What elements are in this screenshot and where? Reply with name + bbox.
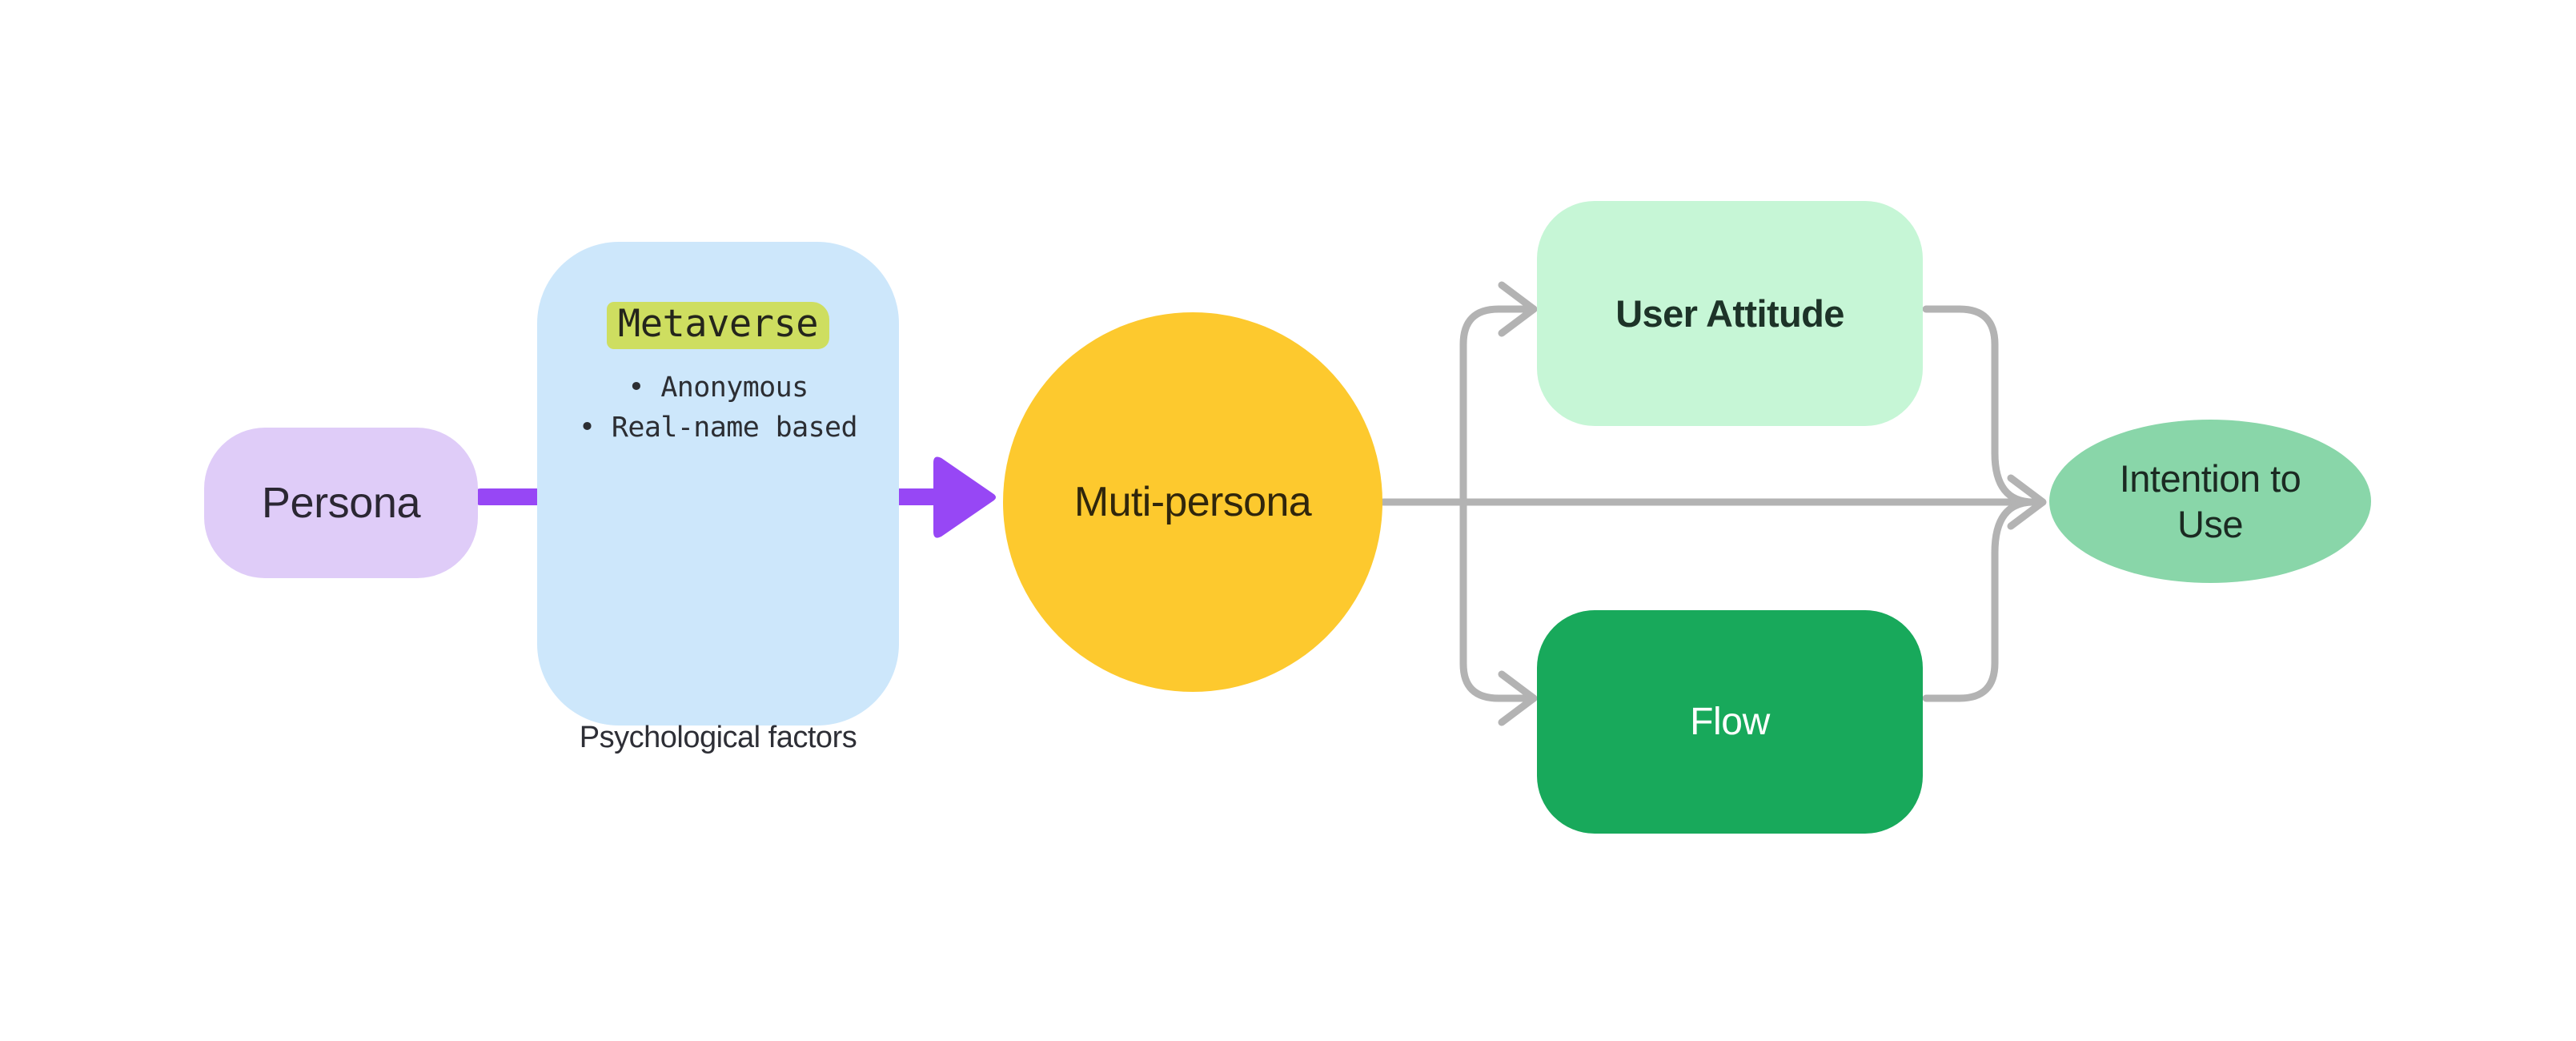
node-metaverse-panel[interactable]: Metaverse • Anonymous • Real-name based … [537, 242, 899, 754]
node-muti-persona[interactable]: Muti-persona [1003, 312, 1382, 692]
arrowhead-to-flow [1498, 670, 1538, 726]
node-user-attitude-label: User Attitude [1615, 292, 1844, 335]
node-user-attitude[interactable]: User Attitude [1537, 201, 1923, 426]
node-muti-persona-label: Muti-persona [1073, 479, 1312, 525]
node-metaverse-title-highlighted: Metaverse [606, 302, 830, 349]
node-metaverse-footnote: Psychological factors [579, 721, 857, 754]
arrowhead-to-user-attitude [1498, 281, 1538, 337]
purple-arrowhead [933, 456, 996, 538]
edge-flow-to-intention [1922, 498, 2037, 702]
node-metaverse-title-row: Metaverse [537, 302, 899, 349]
node-intention-to-use[interactable]: Intention to Use [2049, 420, 2371, 583]
list-item: • Anonymous [628, 372, 809, 404]
edge-muti-persona-to-flow [1459, 498, 1530, 702]
list-item: • Real-name based [578, 411, 858, 444]
arrowhead-to-intention [2007, 474, 2047, 530]
node-metaverse-bullet-list: • Anonymous • Real-name based [537, 368, 899, 448]
edge-metaverse-to-muti-persona [887, 456, 996, 538]
node-persona-label: Persona [261, 479, 421, 527]
node-metaverse-content: Metaverse • Anonymous • Real-name based … [537, 242, 899, 754]
node-flow-label: Flow [1690, 701, 1770, 743]
edge-muti-persona-to-user-attitude [1459, 305, 1530, 506]
node-intention-to-use-label-line2: Use [2177, 503, 2244, 545]
node-intention-to-use-label: Intention to Use [2120, 456, 2301, 548]
edge-user-attitude-to-intention [1922, 305, 2037, 506]
node-persona[interactable]: Persona [204, 428, 478, 578]
node-flow[interactable]: Flow [1537, 610, 1923, 834]
node-intention-to-use-label-line1: Intention to [2119, 456, 2301, 500]
